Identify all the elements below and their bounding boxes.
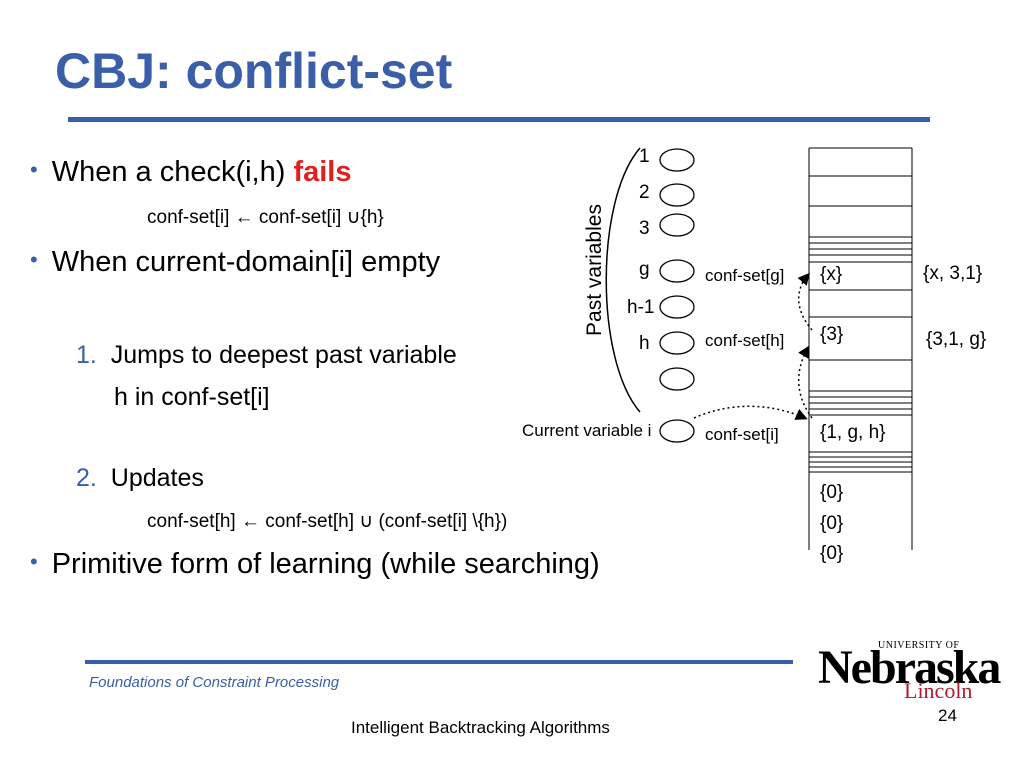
step-text: Updates	[110, 464, 204, 492]
confset-i-label: conf-set[i]	[705, 425, 779, 444]
var-node-1	[659, 148, 695, 172]
bullet-dot-icon: •	[30, 157, 38, 182]
var-label-g: g	[639, 259, 650, 280]
page-number: 24	[938, 706, 957, 725]
confset-h-value: {3}	[820, 324, 844, 345]
bullet-learning: • Primitive form of learning (while searc…	[30, 548, 600, 581]
zero-set: {0}	[820, 543, 844, 564]
bullet-text: Primitive form of learning (while search…	[51, 548, 600, 580]
footer-topic: Intelligent Backtracking Algorithms	[351, 718, 610, 737]
confset-g-label: conf-set[g]	[705, 266, 785, 285]
bullet-text: When current-domain[i] empty	[51, 246, 441, 278]
title-underline	[68, 117, 930, 122]
bullet-dot-icon: •	[30, 549, 38, 574]
zero-set: {0}	[820, 513, 844, 534]
var-label-1: 1	[639, 146, 650, 167]
var-node-2	[659, 183, 695, 207]
logo-lincoln: Lincoln	[904, 678, 973, 703]
bullet-dot-icon: •	[30, 247, 38, 272]
past-variables-bracket	[605, 147, 641, 413]
side-set-g: {x, 3,1}	[923, 263, 983, 284]
side-set-h: {3,1, g}	[926, 329, 987, 350]
var-node-h	[659, 331, 695, 355]
step-number: 1.	[76, 341, 97, 369]
current-variable-label: Current variable i	[522, 421, 652, 440]
footer-course: Foundations of Constraint Processing	[89, 674, 340, 691]
step-text: Jumps to deepest past variable	[110, 341, 457, 369]
var-node-i	[659, 419, 695, 443]
var-label-2: 2	[639, 182, 650, 203]
zero-set: {0}	[820, 482, 844, 503]
confset-update-rule: conf-set[h] ← conf-set[h] ∪ (conf-set[i]…	[147, 511, 508, 532]
confset-g-value: {x}	[820, 264, 843, 285]
confset-h-label: conf-set[h]	[705, 331, 785, 350]
slide-title: CBJ: conflict-set	[55, 43, 453, 99]
var-label-h: h	[639, 333, 650, 354]
step-jump-line2: h in conf-set[i]	[114, 383, 270, 411]
confset-union-rule: conf-set[i] ← conf-set[i] ∪{h}	[147, 207, 384, 228]
arrow-current-to-confset-i	[693, 405, 808, 420]
bullet-text: When a check(i,h)	[51, 156, 294, 188]
var-node-g	[659, 259, 695, 283]
fails-highlight: fails	[293, 156, 352, 188]
step-number: 2.	[76, 464, 97, 492]
step-jump: 1. Jumps to deepest past variable	[76, 341, 457, 370]
step-update: 2. Updates	[76, 464, 204, 493]
confset-i-value: {1, g, h}	[820, 422, 886, 443]
logo-university: UNIVERSITY OF	[878, 640, 960, 651]
bullet-domain-empty: • When current-domain[i] empty	[30, 246, 440, 279]
var-node-h-1	[659, 295, 695, 319]
footer-rule	[85, 660, 793, 664]
var-node-blank	[659, 367, 695, 391]
bullet-check-fails: • When a check(i,h) fails	[30, 156, 352, 189]
past-variables-label: Past variables	[583, 204, 606, 336]
var-node-3	[659, 213, 695, 237]
arrow-confset-i-to-h	[797, 345, 813, 419]
var-label-h-1: h-1	[627, 297, 655, 318]
var-label-3: 3	[639, 218, 650, 239]
arrow-confset-h-to-g	[797, 272, 813, 331]
logo-nebraska: Nebraska	[818, 641, 1001, 694]
